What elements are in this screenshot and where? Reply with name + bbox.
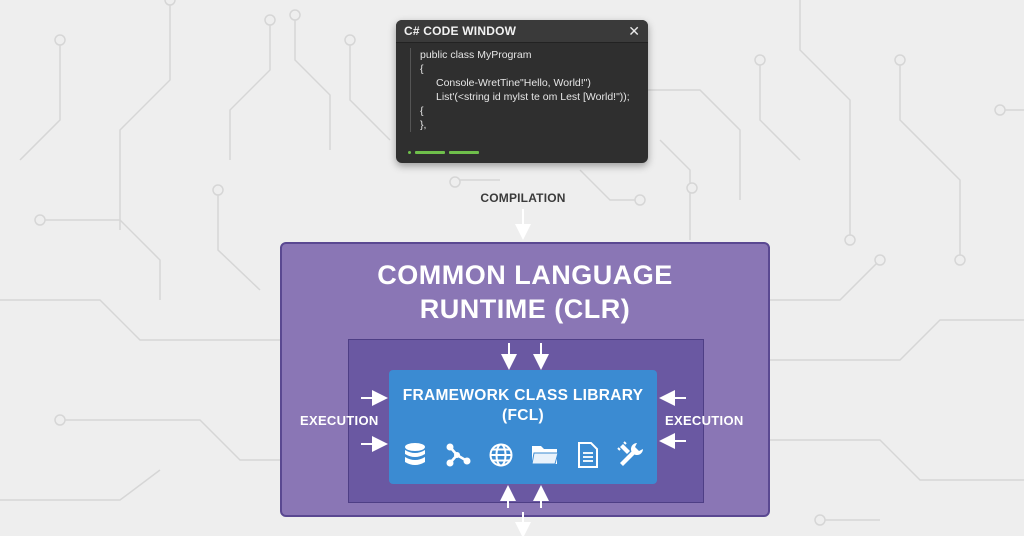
fcl-icon-row (401, 441, 645, 469)
code-editor[interactable]: public class MyProgram { Console-WretTin… (410, 48, 640, 132)
code-line: public class MyProgram (420, 49, 532, 61)
folder-icon (530, 441, 559, 469)
document-icon (574, 441, 602, 469)
code-status-bars (408, 151, 479, 154)
network-icon (444, 441, 472, 469)
code-line: }, (420, 119, 427, 131)
tools-icon (617, 441, 645, 469)
clr-title-line1: COMMON LANGUAGE (377, 260, 673, 290)
code-window: C# CODE WINDOW ✕ public class MyProgram … (396, 20, 648, 163)
close-icon[interactable]: ✕ (628, 22, 640, 39)
fcl-title: FRAMEWORK CLASS LIBRARY (FCL) (389, 386, 657, 426)
execution-label-right: EXECUTION (665, 413, 744, 428)
code-line: { (420, 105, 424, 117)
clr-title: COMMON LANGUAGE RUNTIME (CLR) (282, 258, 768, 326)
compilation-label: COMPILATION (480, 191, 566, 205)
code-line: Console-WretTine"Hello, World!") (436, 77, 591, 89)
fcl-box: FRAMEWORK CLASS LIBRARY (FCL) (389, 370, 657, 484)
globe-icon (487, 441, 515, 469)
clr-title-line2: RUNTIME (CLR) (419, 294, 631, 324)
database-icon (401, 441, 429, 469)
code-line: { (420, 63, 424, 75)
code-window-titlebar: C# CODE WINDOW ✕ (396, 20, 648, 43)
execution-label-left: EXECUTION (300, 413, 379, 428)
fcl-title-line1: FRAMEWORK CLASS LIBRARY (402, 387, 644, 404)
code-line: List'(<string id mylst te om Lest [World… (436, 91, 630, 103)
code-window-title: C# CODE WINDOW (404, 24, 517, 38)
fcl-title-line2: (FCL) (502, 407, 544, 424)
